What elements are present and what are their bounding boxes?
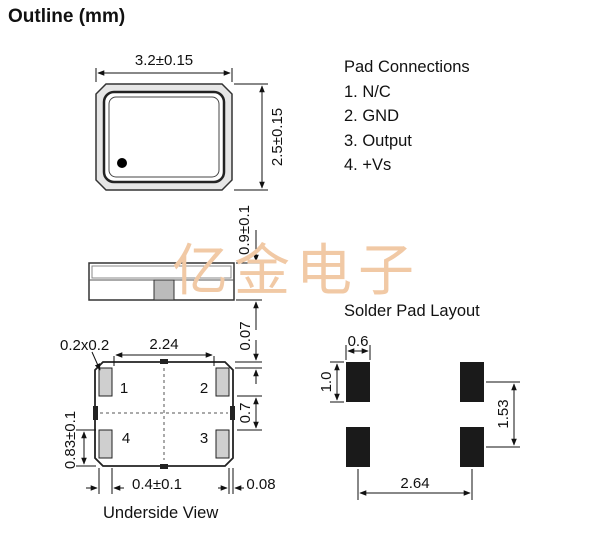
top-width-dim: 3.2±0.15 [135, 52, 193, 69]
side-height-dim: 0.9±0.1 [236, 205, 253, 255]
pin-label-1: 1 [120, 380, 128, 397]
watermark: 亿金电子 [172, 239, 420, 304]
top-view [95, 68, 268, 191]
span-dim: 2.24 [149, 336, 178, 353]
solder-pad-heading: Solder Pad Layout [344, 302, 480, 320]
pad-height-dim: 1.0 [318, 372, 335, 393]
top-height-dim: 2.5±0.15 [269, 108, 286, 166]
page-title: Outline (mm) [8, 6, 126, 27]
pitch-v-dim: 1.53 [495, 399, 512, 428]
pad-width-dim: 0.6 [348, 333, 369, 350]
corner-dim: 0.2x0.2 [60, 337, 109, 354]
pin-label-4: 4 [122, 430, 130, 447]
underside-view [76, 340, 262, 494]
pad-connections-heading: Pad Connections [344, 58, 470, 76]
right-mid-dim: 0.7 [237, 403, 254, 424]
pin1-dot-icon [117, 158, 127, 168]
pad-connections: Pad Connections 1. N/C 2. GND 3. Output … [344, 55, 470, 178]
left-dim: 0.83±0.1 [62, 411, 79, 469]
side-view [88, 230, 262, 330]
pad-connection-2: 2. GND [344, 107, 400, 125]
bottom-dim: 0.4±0.1 [132, 476, 182, 493]
solder-pad-layout [330, 345, 520, 500]
pitch-h-dim: 2.64 [400, 475, 429, 492]
bottom-right-dim: 0.08 [246, 476, 275, 493]
pin-label-2: 2 [200, 380, 208, 397]
right-top-dim: 0.07 [237, 321, 254, 350]
underside-caption: Underside View [103, 504, 219, 522]
pad-connection-1: 1. N/C [344, 82, 391, 101]
pad-connection-3: 3. Output [344, 131, 412, 150]
pad-connection-4: 4. +Vs [344, 156, 392, 174]
pin-label-3: 3 [200, 430, 208, 447]
